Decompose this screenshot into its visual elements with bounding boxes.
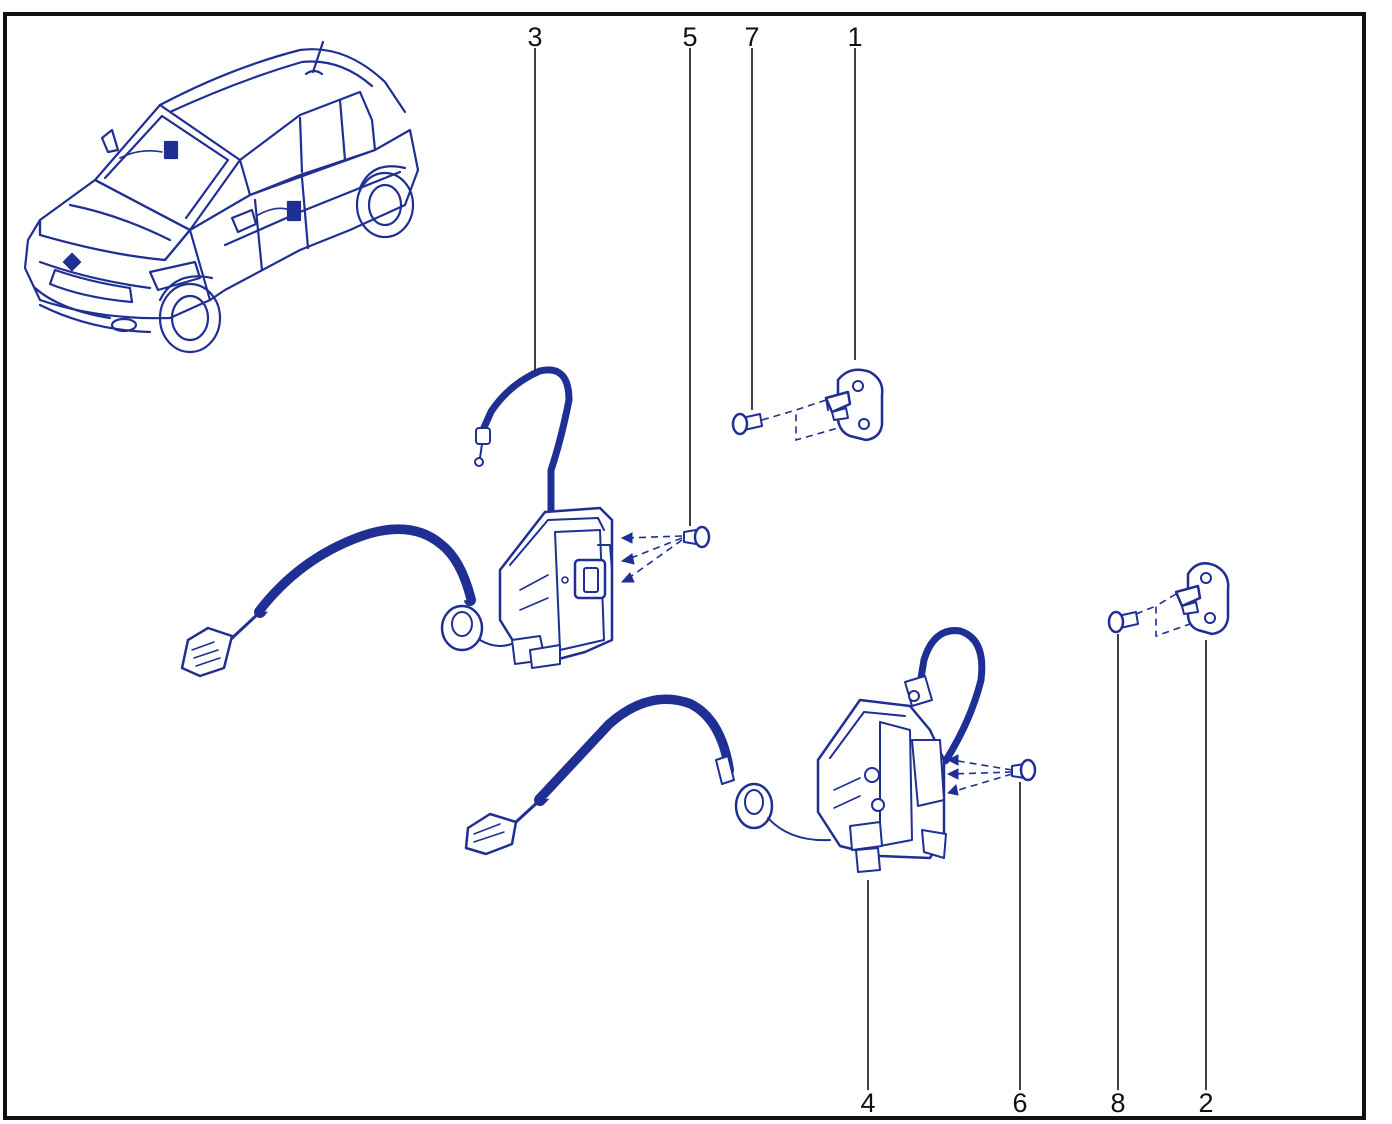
- callout-2: 2: [1198, 1088, 1213, 1118]
- rear-door-lock-assembly: [464, 627, 986, 873]
- front-door-lock-assembly: [180, 366, 614, 678]
- callout-4: 4: [860, 1088, 875, 1118]
- front-lock-screw: [620, 525, 711, 583]
- front-striker: [795, 368, 884, 442]
- callout-3: 3: [527, 22, 542, 52]
- diagram-frame: [3, 12, 1366, 1120]
- front-striker-screw: [731, 409, 797, 436]
- callout-5: 5: [682, 22, 697, 52]
- rear-striker-screw: [1107, 605, 1157, 634]
- callout-1: 1: [847, 22, 862, 52]
- car-illustration: [23, 40, 420, 354]
- callout-8: 8: [1110, 1088, 1125, 1118]
- rear-striker: [1155, 562, 1230, 638]
- rear-lock-screw: [946, 754, 1037, 796]
- callout-6: 6: [1012, 1088, 1027, 1118]
- callout-7: 7: [744, 22, 759, 52]
